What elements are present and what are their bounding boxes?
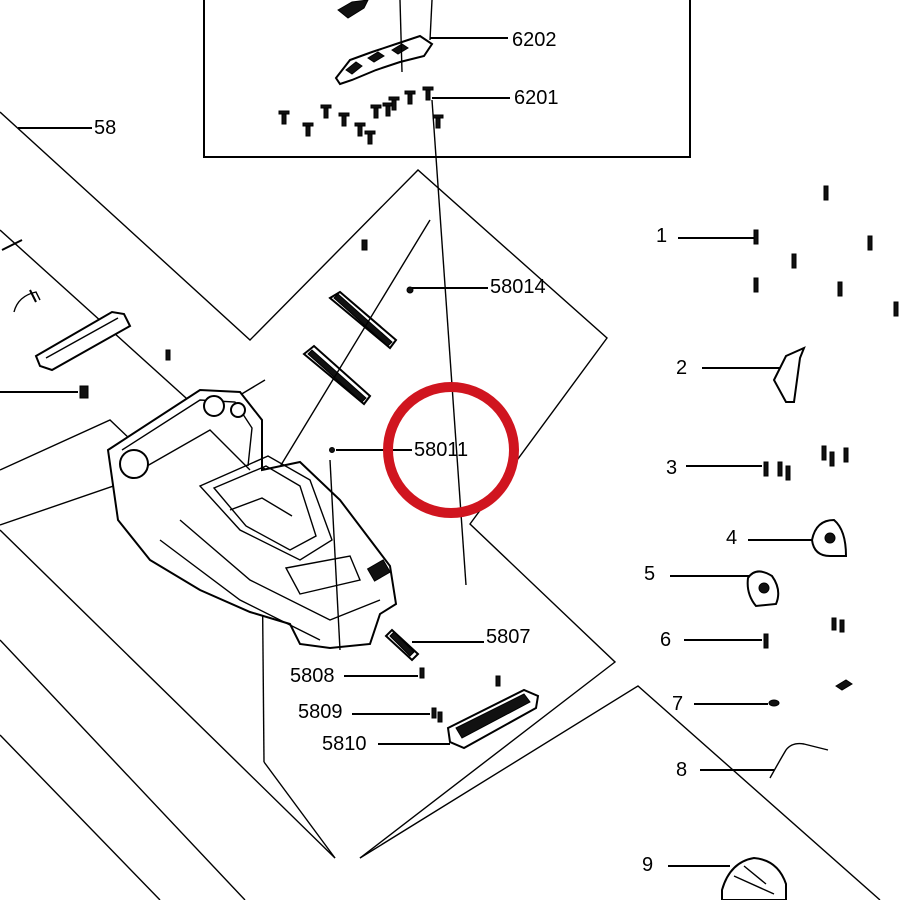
label-5: 5 xyxy=(644,563,655,585)
label-3: 3 xyxy=(666,457,677,479)
right-hardware: 1 2 3 4 5 xyxy=(642,185,899,901)
label-8: 8 xyxy=(676,759,687,781)
label-58011: 58011 xyxy=(414,439,468,461)
label-5807: 5807 xyxy=(486,626,531,648)
lower-parts: 5807 5808 5809 5810 xyxy=(290,626,540,755)
label-5808: 5808 xyxy=(290,665,335,687)
label-6: 6 xyxy=(660,629,671,651)
frame-outlines: 58 xyxy=(0,111,881,901)
housing-body xyxy=(106,388,398,650)
part-9-knob xyxy=(721,856,787,901)
label-7: 7 xyxy=(672,693,683,715)
label-6202: 6202 xyxy=(512,29,557,51)
top-inset-box: 6202 6201 xyxy=(203,0,691,158)
handle-bar-left xyxy=(34,310,132,372)
label-4: 4 xyxy=(726,527,737,549)
label-58014: 58014 xyxy=(490,276,546,298)
pad-group: 58014 xyxy=(239,219,546,471)
label-6201: 6201 xyxy=(514,87,559,109)
label-2: 2 xyxy=(676,357,687,379)
label-9: 9 xyxy=(642,854,653,876)
part-2-bracket xyxy=(772,346,806,403)
label-58: 58 xyxy=(94,117,116,139)
part-fragment-top xyxy=(337,0,369,19)
label-1: 1 xyxy=(656,225,667,247)
part-6202-bracket xyxy=(334,34,434,86)
part-58011: 58011 xyxy=(329,439,468,461)
label-5810: 5810 xyxy=(322,733,367,755)
screws-6201 xyxy=(278,86,444,145)
left-small-parts xyxy=(0,239,171,399)
highlight-circle xyxy=(383,382,519,518)
label-5809: 5809 xyxy=(298,701,343,723)
main-housing xyxy=(106,388,398,651)
